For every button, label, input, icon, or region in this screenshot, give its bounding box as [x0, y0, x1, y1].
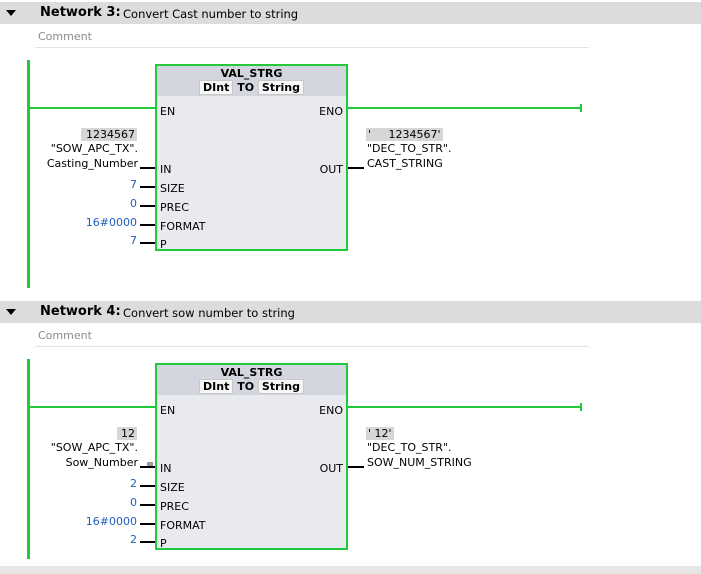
- type-to-dropdown[interactable]: String: [257, 80, 304, 95]
- format-value[interactable]: 16#0000: [85, 216, 137, 229]
- eno-wire-end: [580, 403, 582, 411]
- block-name: VAL_STRG: [220, 366, 283, 379]
- format-value[interactable]: 16#0000: [85, 515, 137, 528]
- block-name: VAL_STRG: [220, 67, 283, 80]
- size-connector: [140, 485, 155, 487]
- pin-in: IN: [160, 462, 172, 475]
- eno-wire: [348, 107, 581, 109]
- network-comment-field[interactable]: Comment: [35, 325, 589, 347]
- prec-value[interactable]: 0: [130, 496, 137, 509]
- in-connection-marker: [147, 462, 153, 467]
- network-header[interactable]: Network 4: Convert sow number to string: [0, 301, 701, 323]
- network-header[interactable]: Network 3: Convert Cast number to string: [0, 2, 701, 24]
- out-variable-db[interactable]: "DEC_TO_STR".: [367, 142, 452, 155]
- out-connector: [348, 167, 364, 169]
- out-variable-db[interactable]: "DEC_TO_STR".: [367, 441, 452, 454]
- pin-format: FORMAT: [160, 519, 206, 532]
- en-wire: [30, 107, 155, 109]
- block-type-selector[interactable]: DInt TO String: [157, 379, 346, 394]
- collapse-triangle-icon[interactable]: [6, 309, 16, 315]
- block-header: VAL_STRG DInt TO String: [157, 365, 346, 395]
- type-from-dropdown[interactable]: DInt: [199, 379, 234, 394]
- prec-value[interactable]: 0: [130, 197, 137, 210]
- p-connector: [140, 541, 155, 543]
- in-variable-db[interactable]: "SOW_APC_TX".: [50, 142, 138, 155]
- power-rail: [27, 359, 30, 559]
- eno-wire: [348, 406, 581, 408]
- pin-eno: ENO: [319, 404, 343, 417]
- power-rail: [27, 60, 30, 288]
- in-connector: [140, 167, 155, 169]
- format-connector: [140, 224, 155, 226]
- pin-in: IN: [160, 163, 172, 176]
- out-connector: [348, 466, 364, 468]
- p-connector: [140, 242, 155, 244]
- type-from-dropdown[interactable]: DInt: [199, 80, 234, 95]
- pin-format: FORMAT: [160, 220, 206, 233]
- out-monitor-value: ' 12': [366, 427, 394, 440]
- network-4: Network 4: Convert sow number to string …: [0, 301, 701, 574]
- prec-connector: [140, 205, 155, 207]
- pin-p: P: [160, 537, 167, 550]
- out-variable-tag[interactable]: CAST_STRING: [367, 157, 443, 170]
- pin-out: OUT: [319, 163, 343, 176]
- en-wire: [30, 406, 155, 408]
- pin-p: P: [160, 238, 167, 251]
- network-title: Network 3:: [40, 5, 121, 20]
- format-connector: [140, 523, 155, 525]
- pin-size: SIZE: [160, 182, 185, 195]
- pin-prec: PREC: [160, 201, 189, 214]
- val-strg-block[interactable]: VAL_STRG DInt TO String EN ENO IN OUT SI…: [155, 64, 348, 251]
- network-description[interactable]: Convert Cast number to string: [123, 7, 299, 21]
- pin-en: EN: [160, 105, 176, 118]
- out-monitor-value: ' 1234567': [366, 128, 443, 141]
- in-monitor-value: 1234567: [81, 128, 137, 141]
- prec-connector: [140, 504, 155, 506]
- pin-size: SIZE: [160, 481, 185, 494]
- in-variable-tag[interactable]: Sow_Number: [65, 456, 138, 469]
- size-value[interactable]: 2: [130, 477, 137, 490]
- pin-prec: PREC: [160, 500, 189, 513]
- size-connector: [140, 186, 155, 188]
- block-header: VAL_STRG DInt TO String: [157, 66, 346, 96]
- block-type-selector[interactable]: DInt TO String: [157, 80, 346, 95]
- out-variable-tag[interactable]: SOW_NUM_STRING: [367, 456, 472, 469]
- network-description[interactable]: Convert sow number to string: [123, 306, 295, 320]
- type-to-label: TO: [237, 380, 255, 393]
- size-value[interactable]: 7: [130, 178, 137, 191]
- p-value[interactable]: 7: [130, 234, 137, 247]
- network-3: Network 3: Convert Cast number to string…: [0, 2, 701, 298]
- bottom-scroll-strip[interactable]: [0, 566, 701, 574]
- network-comment-field[interactable]: Comment: [35, 26, 589, 48]
- p-value[interactable]: 2: [130, 533, 137, 546]
- network-title: Network 4:: [40, 304, 121, 319]
- pin-eno: ENO: [319, 105, 343, 118]
- collapse-triangle-icon[interactable]: [6, 10, 16, 16]
- in-monitor-value: 12: [117, 427, 137, 440]
- in-connector: [140, 466, 155, 468]
- pin-en: EN: [160, 404, 176, 417]
- pin-out: OUT: [319, 462, 343, 475]
- type-to-dropdown[interactable]: String: [257, 379, 304, 394]
- val-strg-block[interactable]: VAL_STRG DInt TO String EN ENO IN OUT SI…: [155, 363, 348, 550]
- eno-wire-end: [580, 104, 582, 112]
- in-variable-db[interactable]: "SOW_APC_TX".: [50, 441, 138, 454]
- in-variable-tag[interactable]: Casting_Number: [46, 157, 138, 170]
- type-to-label: TO: [237, 81, 255, 94]
